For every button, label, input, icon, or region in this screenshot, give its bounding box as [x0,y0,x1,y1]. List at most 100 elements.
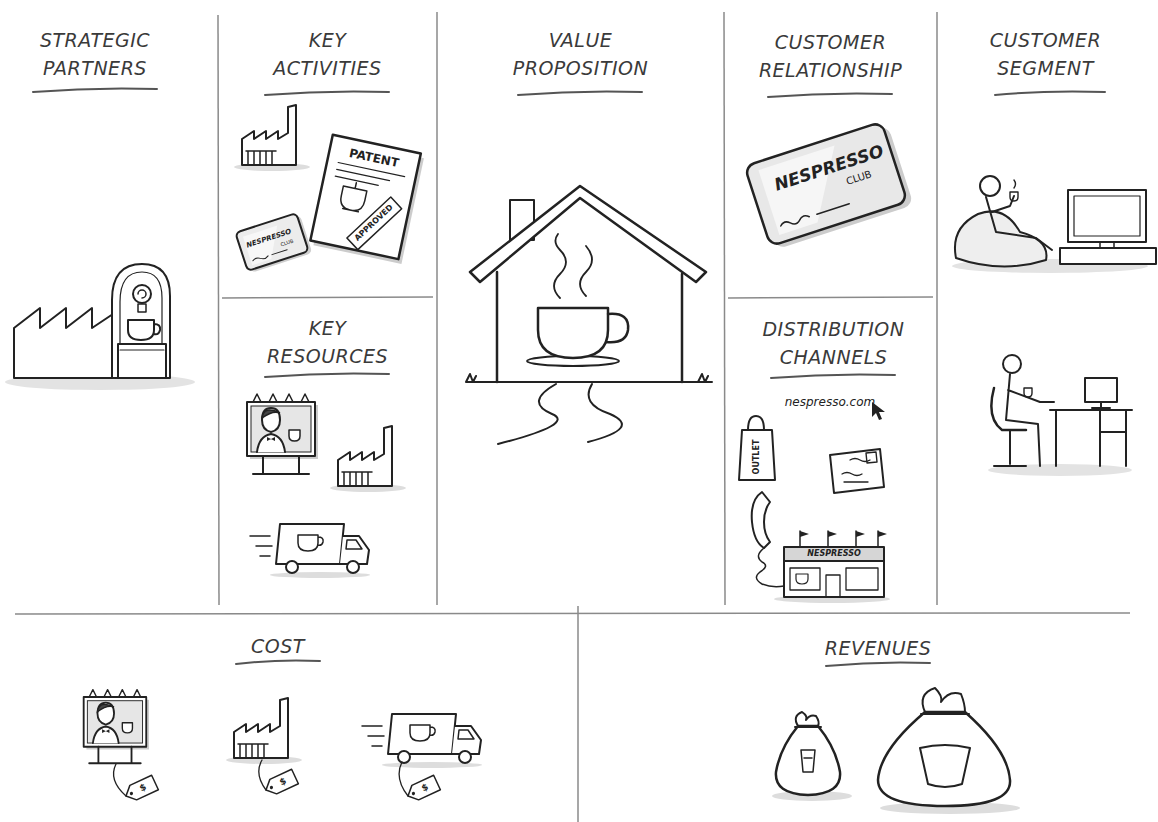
block-heading: KEY RESOURCES [267,314,388,370]
block-heading: CUSTOMER SEGMENT [990,26,1101,82]
person-cup [1024,388,1032,397]
big-capsule [920,745,970,787]
tv-cabinet [1060,248,1156,264]
beanbag [955,211,1047,266]
billboard-icon [247,394,318,474]
machine-dial [133,285,151,303]
patent-document [310,135,425,264]
tag-body [405,775,441,803]
card-club: CLUB [845,169,873,187]
steam [554,234,592,298]
card-logo: NESPRESSO [772,142,885,193]
phone-handset [752,492,770,548]
flag-poles [800,531,878,547]
canvas-block: REVENUES [578,614,1158,822]
canvas-block: VALUE PROPOSITION [437,0,724,614]
grid-line [728,297,933,298]
store-sign-text: NESPRESSO [807,550,860,558]
grid-line [222,297,433,298]
big-bag-knot [921,688,969,714]
card-logo: NESPRESSO [246,228,293,249]
tv-frame [1068,190,1146,242]
phone-cord [756,548,784,587]
factory-outline [14,308,116,378]
heading-underline [771,374,895,378]
heading-underline [768,93,892,97]
person-cup [1010,180,1018,201]
grid-line [436,12,438,605]
cup [128,320,160,340]
big-cup [538,308,608,358]
heading-underline [33,88,157,92]
tag-body [123,775,159,803]
heading-underline [265,91,389,95]
small-bag [776,726,840,795]
factory-icon [234,105,310,171]
grid-line [218,15,219,605]
distribution-icons [739,402,890,603]
heading-underlines [33,88,1105,666]
tag-string [259,760,266,790]
website-address: nespresso.com [785,396,875,408]
customer-couch-tv [952,176,1156,273]
store-windows [790,568,878,597]
tag-string [399,762,408,796]
tag-body [263,769,299,797]
price-symbol: $ [420,783,429,794]
canvas-grid [15,12,1130,822]
canvas-block: COST [0,614,578,822]
tag-hole [129,791,133,795]
card-body [235,213,308,271]
factory-icon [330,426,406,492]
block-heading: DISTRIBUTION CHANNELS [762,315,904,371]
small-capsule [801,750,815,772]
big-bag [878,712,1010,806]
canvas-block: KEY ACTIVITIES [218,0,437,298]
small-bag-knot [795,712,821,727]
approved-stamp-text: APPROVED [353,203,394,242]
person-body [986,196,1052,250]
cup-handle [606,314,628,342]
store-cup [796,574,808,584]
club-card-large [745,120,914,251]
block-heading: VALUE PROPOSITION [513,26,649,82]
card-signature [252,248,287,262]
machine-base [118,344,166,378]
canvas-block: CUSTOMER SEGMENT [937,0,1158,614]
factory-icon [226,698,302,764]
block-heading: KEY ACTIVITIES [273,26,381,82]
heading-underline [518,91,642,95]
canvas-block: STRATEGIC PARTNERS [0,0,218,614]
person-head [1003,355,1021,373]
desk [1050,402,1132,466]
person-body [1006,374,1054,466]
price-symbol: $ [278,777,287,788]
approved-stamp [347,197,402,250]
stamp-frame [347,197,402,250]
house-walls [497,272,682,382]
price-tag [123,775,159,803]
heading-underline [826,662,930,666]
machine-spout [138,304,146,312]
heading-underline [265,373,389,377]
heading-underline [995,91,1105,95]
person-head [980,176,1000,196]
block-heading: COST [251,632,305,660]
store-building [784,561,884,597]
grid-line [577,606,579,822]
monitor [1085,378,1117,402]
machine-body [112,264,170,378]
tag-hole [411,791,415,795]
winding-path [498,384,622,444]
envelope [830,449,884,493]
machine-spiral [138,290,146,298]
grid-line [15,613,1130,614]
envelope-writing [842,459,870,483]
price-tag [405,775,441,803]
